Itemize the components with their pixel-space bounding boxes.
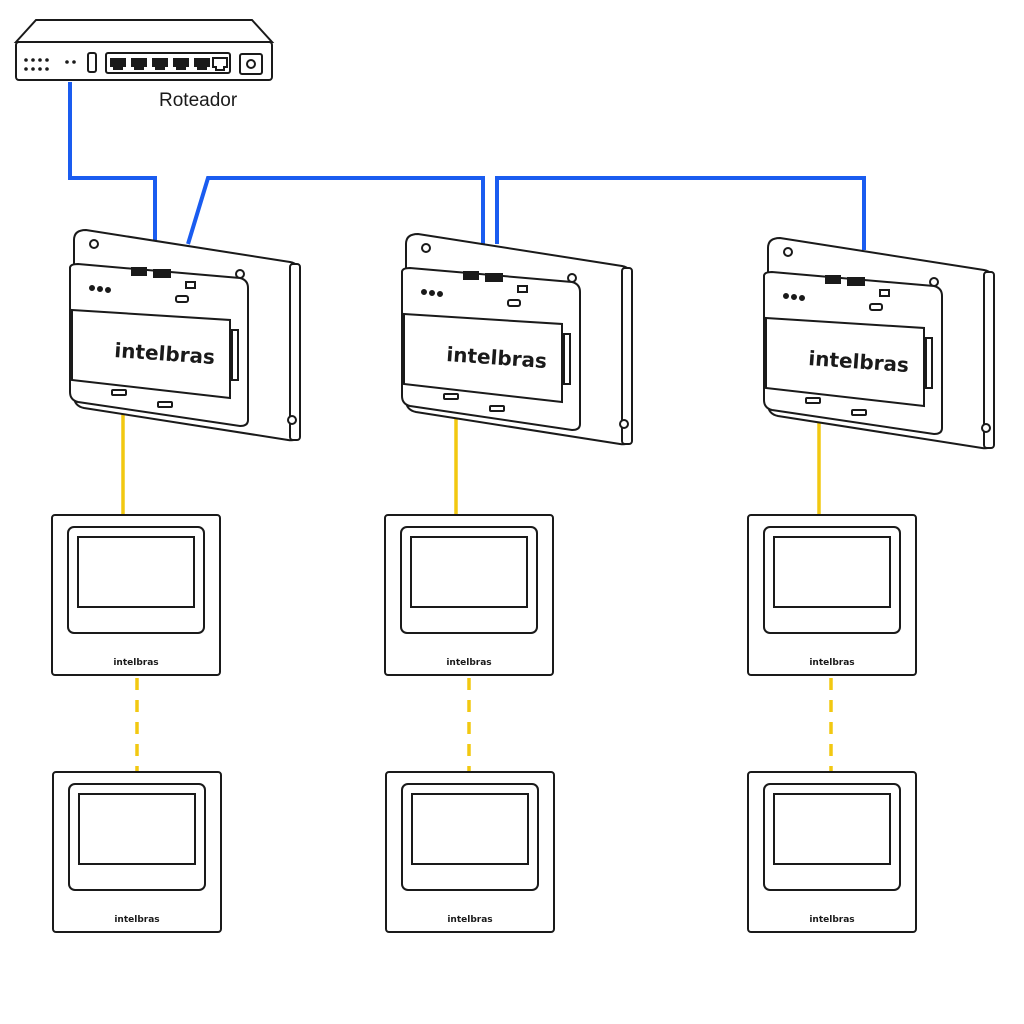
video-monitor-3: intelbras bbox=[747, 514, 917, 676]
monitor-brand-label: intelbras bbox=[113, 658, 158, 668]
intercom-module-icon bbox=[401, 232, 633, 446]
bus-cables bbox=[121, 410, 821, 515]
monitor-brand-label: intelbras bbox=[446, 658, 491, 668]
video-monitor-icon bbox=[747, 514, 917, 676]
video-monitor-icon bbox=[747, 771, 917, 933]
router-label: Roteador bbox=[159, 90, 238, 111]
video-monitor-icon bbox=[385, 771, 555, 933]
intercom-module-2: intelbras bbox=[401, 232, 633, 446]
monitor-brand-label: intelbras bbox=[809, 915, 854, 925]
video-monitor-5: intelbras bbox=[385, 771, 555, 933]
video-monitor-1: intelbras bbox=[51, 514, 221, 676]
router-icon bbox=[13, 19, 275, 81]
monitor-brand-label: intelbras bbox=[447, 915, 492, 925]
router-power-switch bbox=[87, 52, 97, 73]
cable-module-2-to-module-3 bbox=[495, 176, 866, 250]
router-status-leds bbox=[24, 58, 76, 71]
router-wan-port bbox=[212, 57, 228, 71]
intercom-module-icon bbox=[69, 228, 301, 442]
video-monitor-icon bbox=[52, 771, 222, 933]
cable-router-to-module-1 bbox=[68, 82, 157, 240]
intercom-module-1: intelbras bbox=[69, 228, 301, 442]
network-cables bbox=[68, 82, 866, 250]
video-monitor-icon bbox=[51, 514, 221, 676]
video-monitor-4: intelbras bbox=[52, 771, 222, 933]
monitor-brand-label: intelbras bbox=[809, 658, 854, 668]
video-monitor-2: intelbras bbox=[384, 514, 554, 676]
cable-module-1-to-module-2 bbox=[186, 176, 485, 245]
router-ethernet-ports bbox=[110, 58, 210, 70]
intercom-module-icon bbox=[763, 236, 995, 450]
intercom-module-3: intelbras bbox=[763, 236, 995, 450]
video-monitor-icon bbox=[384, 514, 554, 676]
monitor-brand-label: intelbras bbox=[114, 915, 159, 925]
video-monitor-6: intelbras bbox=[747, 771, 917, 933]
bus-cables-extension bbox=[135, 678, 833, 772]
